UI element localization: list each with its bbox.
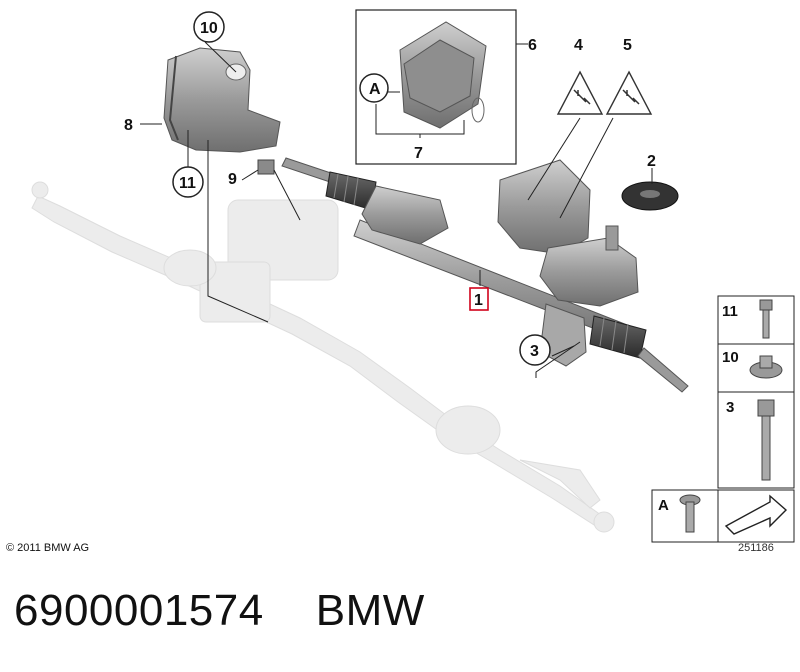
leader-lines <box>140 41 653 378</box>
control-unit-cover <box>163 47 281 153</box>
panel-label-3: 3 <box>726 399 734 416</box>
esd-warning-icon <box>556 70 604 115</box>
panel-label-11: 11 <box>722 303 738 320</box>
callout-8: 8 <box>124 117 133 134</box>
clip-part-9 <box>257 159 275 175</box>
callout-3: 3 <box>530 343 539 360</box>
panel-label-A: A <box>658 497 669 514</box>
screw-A-icon <box>679 494 701 533</box>
left-boot <box>325 171 377 211</box>
inset-control-unit <box>355 9 528 165</box>
callout-A-circle: A <box>359 73 389 103</box>
esd-warning-icon-2 <box>605 70 653 115</box>
bolt-10-icon <box>749 355 783 379</box>
brand-name: BMW <box>315 586 425 635</box>
bolt-3-icon <box>757 399 775 481</box>
part-number: 6900001574 <box>14 586 264 635</box>
callout-7: 7 <box>414 145 423 162</box>
right-boot <box>589 315 647 359</box>
panel-label-10: 10 <box>722 349 739 366</box>
callout-11-circle: 11 <box>172 166 204 198</box>
callout-5: 5 <box>623 37 632 54</box>
callout-6: 6 <box>528 37 537 54</box>
ghost-steering-rack <box>31 181 615 533</box>
callout-4: 4 <box>574 37 583 54</box>
callout-10: 10 <box>200 20 218 37</box>
reference-number: 251186 <box>738 542 774 554</box>
callout-1-box: 1 <box>469 287 489 311</box>
callout-1: 1 <box>474 292 483 309</box>
callout-9: 9 <box>228 171 237 188</box>
callout-10-circle: 10 <box>193 11 225 43</box>
callout-A: A <box>369 81 381 98</box>
callout-3-circle: 3 <box>519 334 551 366</box>
copyright-notice: © 2011 BMW AG <box>6 542 90 554</box>
caption: 6900001574 BMW <box>14 586 425 646</box>
washer-part-2 <box>621 181 679 211</box>
hardware-panel: 11 10 3 A <box>651 295 795 543</box>
callout-2: 2 <box>647 153 656 170</box>
direction-arrow-icon <box>724 494 788 535</box>
bolt-11-icon <box>759 299 773 339</box>
callout-11: 11 <box>179 175 196 192</box>
steering-rack-main <box>281 157 689 393</box>
